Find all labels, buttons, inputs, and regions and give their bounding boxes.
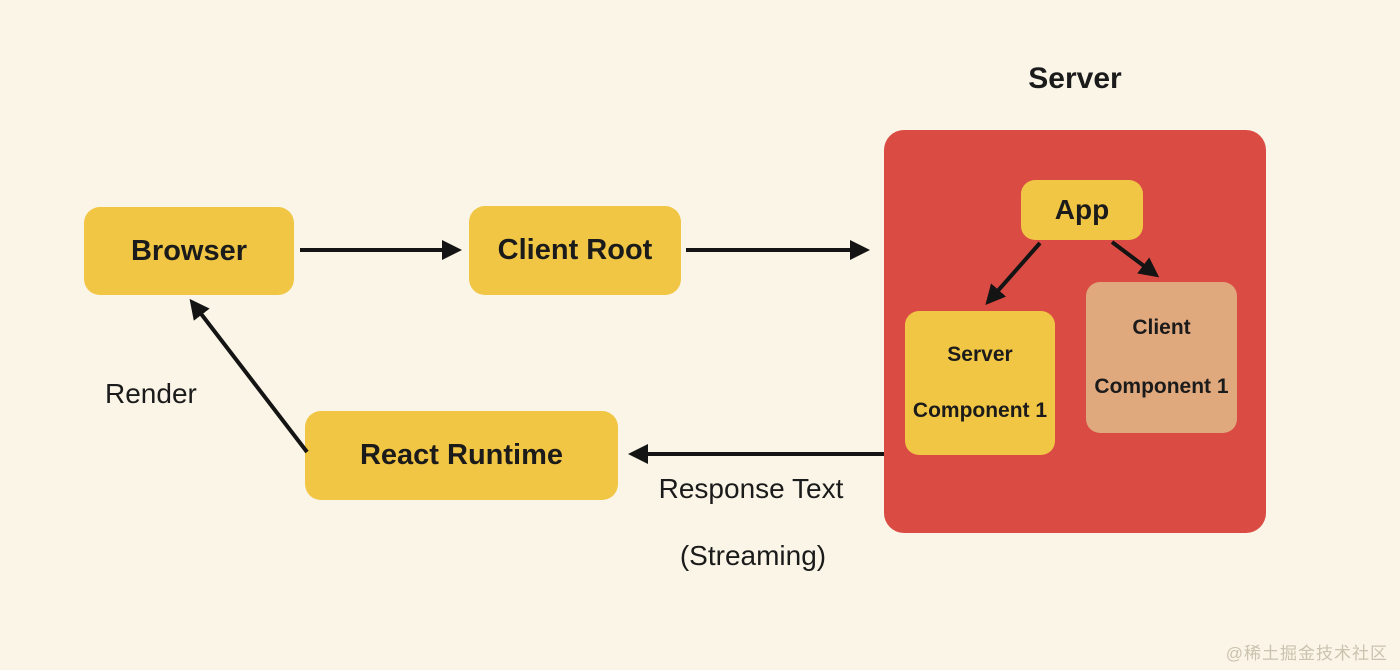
watermark-text: @稀土掘金技术社区: [1225, 644, 1388, 663]
app-node-label: App: [1054, 194, 1110, 225]
render-edge-label: Render: [105, 378, 197, 409]
client-root-node: Client Root: [469, 206, 681, 295]
server-component-label-line1: Server: [947, 343, 1013, 366]
app-node: App: [1021, 180, 1143, 240]
client-component-label-line2: Component 1: [1094, 374, 1229, 398]
react-runtime-node: React Runtime: [305, 411, 618, 500]
browser-node: Browser: [84, 207, 294, 295]
server-group-title: Server: [1028, 62, 1122, 95]
server-component-label-line2: Component 1: [912, 399, 1048, 422]
client-component-label-line1: Client: [1132, 316, 1191, 340]
response-text-edge-label: Response Text: [658, 473, 844, 504]
arrow-react-runtime-to-browser: [189, 298, 309, 454]
client-root-node-label: Client Root: [497, 234, 653, 266]
react-runtime-node-label: React Runtime: [359, 439, 564, 471]
client-component-node: Client Component 1: [1086, 282, 1237, 433]
server-component-node: Server Component 1: [905, 311, 1055, 455]
browser-node-label: Browser: [130, 234, 248, 267]
streaming-edge-label: (Streaming): [679, 540, 827, 571]
